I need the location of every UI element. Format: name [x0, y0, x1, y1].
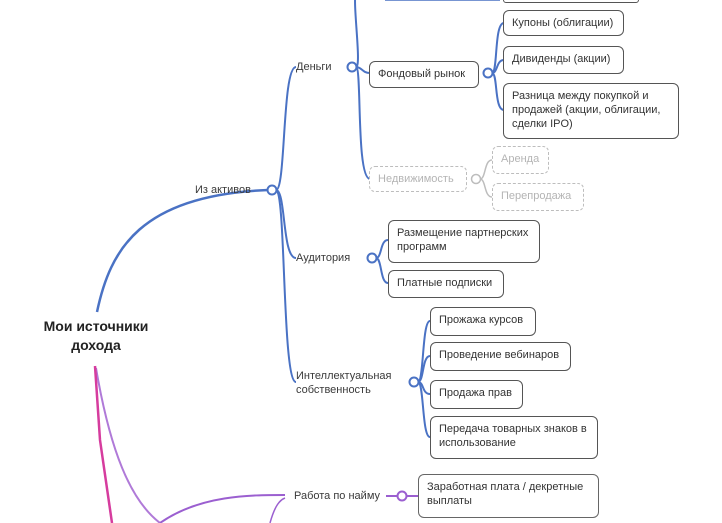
topic-money[interactable]: Деньги [296, 61, 332, 73]
topic-rent[interactable]: Аренда [492, 146, 549, 174]
topic-employment[interactable]: Работа по найму [294, 490, 381, 502]
topic-real-estate[interactable]: Недвижимость [369, 166, 467, 192]
topic-price-difference[interactable]: Разница между покупкой и продажей (акции… [503, 83, 679, 139]
topic-stock-market[interactable]: Фондовый рынок [369, 61, 479, 88]
root-title-line2: дохода [71, 337, 121, 353]
root-title-line1: Мои источники [43, 318, 149, 334]
topic-rights-sale[interactable]: Продажа прав [430, 380, 523, 409]
topic-resale[interactable]: Перепродажа [492, 183, 584, 211]
topic-dividends[interactable]: Дивиденды (акции) [503, 46, 624, 74]
topic-partner-programs[interactable]: Размещение партнерских программ [388, 220, 540, 263]
topic-audience[interactable]: Аудитория [296, 252, 351, 264]
root-topic[interactable]: Мои источники дохода [34, 317, 158, 355]
topic-course-sales[interactable]: Прожажа курсов [430, 307, 536, 336]
topic-salary[interactable]: Заработная плата / декретные выплаты [418, 474, 599, 518]
topic-intellectual-property[interactable]: Интеллектуальная собственность [296, 370, 392, 396]
topic-cut-off-top[interactable] [503, 0, 639, 3]
topic-trademark-transfer[interactable]: Передача товарных знаков в использование [430, 416, 598, 459]
topic-coupons[interactable]: Купоны (облигации) [503, 10, 624, 36]
topic-paid-subscriptions[interactable]: Платные подписки [388, 270, 504, 298]
topic-from-assets[interactable]: Из активов [195, 184, 251, 196]
topic-webinars[interactable]: Проведение вебинаров [430, 342, 571, 371]
